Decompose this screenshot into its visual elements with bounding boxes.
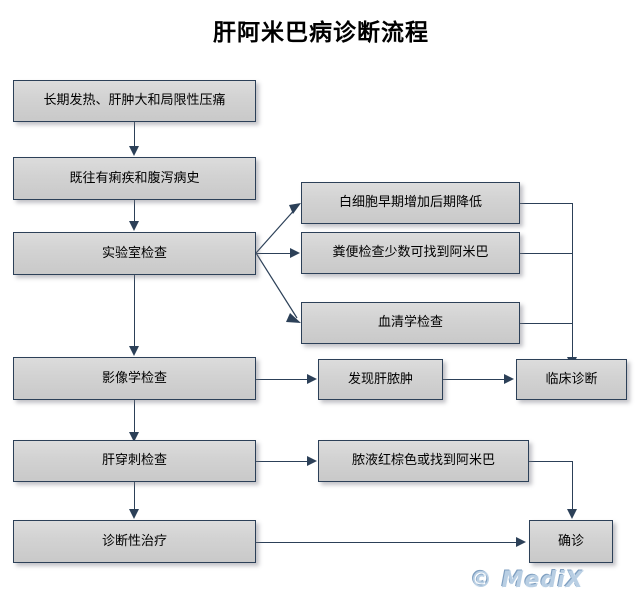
node-wbc-label: 白细胞早期增加后期降低: [338, 195, 482, 210]
node-symptoms[interactable]: 长期发热、肝肿大和局限性压痛: [13, 80, 256, 122]
connector-history-to-lab: [134, 200, 135, 222]
node-abscess-found-label: 发现肝脓肿: [347, 371, 413, 387]
arrowhead-elbow-to-confirmed: [567, 509, 577, 519]
arrowhead-therapy-to-confirmed: [516, 537, 526, 547]
node-confirmed-label: 确诊: [557, 533, 584, 549]
node-history[interactable]: 既往有痢疾和腹泻病史: [13, 157, 256, 200]
connector-wbc-to-bus: [520, 203, 573, 204]
node-liver-puncture-label: 肝穿刺检查: [101, 453, 167, 468]
connector-bus-trunk: [572, 203, 573, 358]
page-title: 肝阿米巴病诊断流程: [213, 19, 429, 46]
connector-puncture-to-therapy: [134, 482, 135, 510]
arrowhead-imaging-to-puncture: [129, 432, 139, 442]
node-wbc[interactable]: 白细胞早期增加后期降低: [301, 182, 520, 224]
node-history-label: 既往有痢疾和腹泻病史: [69, 170, 200, 186]
arrowhead-abscess-to-clinical-diagnosis: [504, 374, 514, 384]
node-symptoms-label: 长期发热、肝肿大和局限性压痛: [43, 93, 226, 108]
node-clinical-diagnosis-label: 临床诊断: [545, 371, 598, 387]
node-imaging-label: 影像学检查: [101, 370, 167, 386]
arrowhead-puncture-to-pus: [307, 456, 317, 466]
connector-symptoms-to-history: [134, 122, 135, 147]
arrowhead-imaging-to-abscess: [307, 374, 317, 384]
node-serology-label: 血清学检查: [377, 315, 443, 330]
node-stool[interactable]: 粪便检查少数可找到阿米巴: [301, 232, 520, 274]
node-pus-finding[interactable]: 脓液红棕色或找到阿米巴: [318, 440, 529, 482]
connector-imaging-to-abscess: [256, 379, 308, 380]
connector-pus-to-elbow: [529, 461, 573, 462]
node-lab-exam-label: 实验室检查: [101, 245, 167, 261]
arrowhead-symptoms-to-history: [129, 146, 139, 156]
connector-lab-to-imaging: [134, 275, 135, 347]
connector-abscess-to-clinical-diagnosis: [443, 379, 505, 380]
watermark-medix: © MediX: [470, 568, 584, 593]
arrowhead-lab-to-imaging: [129, 346, 139, 356]
connector-imaging-to-puncture: [134, 400, 135, 433]
node-stool-label: 粪便检查少数可找到阿米巴: [332, 245, 489, 260]
connector-stool-to-bus: [520, 253, 573, 254]
node-trial-therapy-label: 诊断性治疗: [101, 533, 167, 549]
node-abscess-found[interactable]: 发现肝脓肿: [318, 359, 443, 400]
connector-therapy-to-confirmed: [256, 542, 517, 543]
connector-elbow-to-confirmed: [572, 461, 573, 511]
node-liver-puncture[interactable]: 肝穿刺检查: [13, 440, 256, 482]
arrowhead-puncture-to-therapy: [129, 509, 139, 519]
node-trial-therapy[interactable]: 诊断性治疗: [13, 520, 256, 563]
node-lab-exam[interactable]: 实验室检查: [13, 232, 256, 275]
arrowhead-lab-to-stool: [290, 248, 300, 258]
arrowhead-history-to-lab: [129, 221, 139, 231]
connector-serology-to-bus: [520, 323, 573, 324]
node-pus-finding-label: 脓液红棕色或找到阿米巴: [351, 453, 495, 468]
connector-puncture-to-pus: [256, 461, 308, 462]
connector-lab-to-stool: [256, 253, 291, 254]
node-imaging[interactable]: 影像学检查: [13, 357, 256, 400]
node-clinical-diagnosis[interactable]: 临床诊断: [516, 359, 627, 400]
node-serology[interactable]: 血清学检查: [301, 302, 520, 344]
node-confirmed[interactable]: 确诊: [529, 520, 613, 563]
